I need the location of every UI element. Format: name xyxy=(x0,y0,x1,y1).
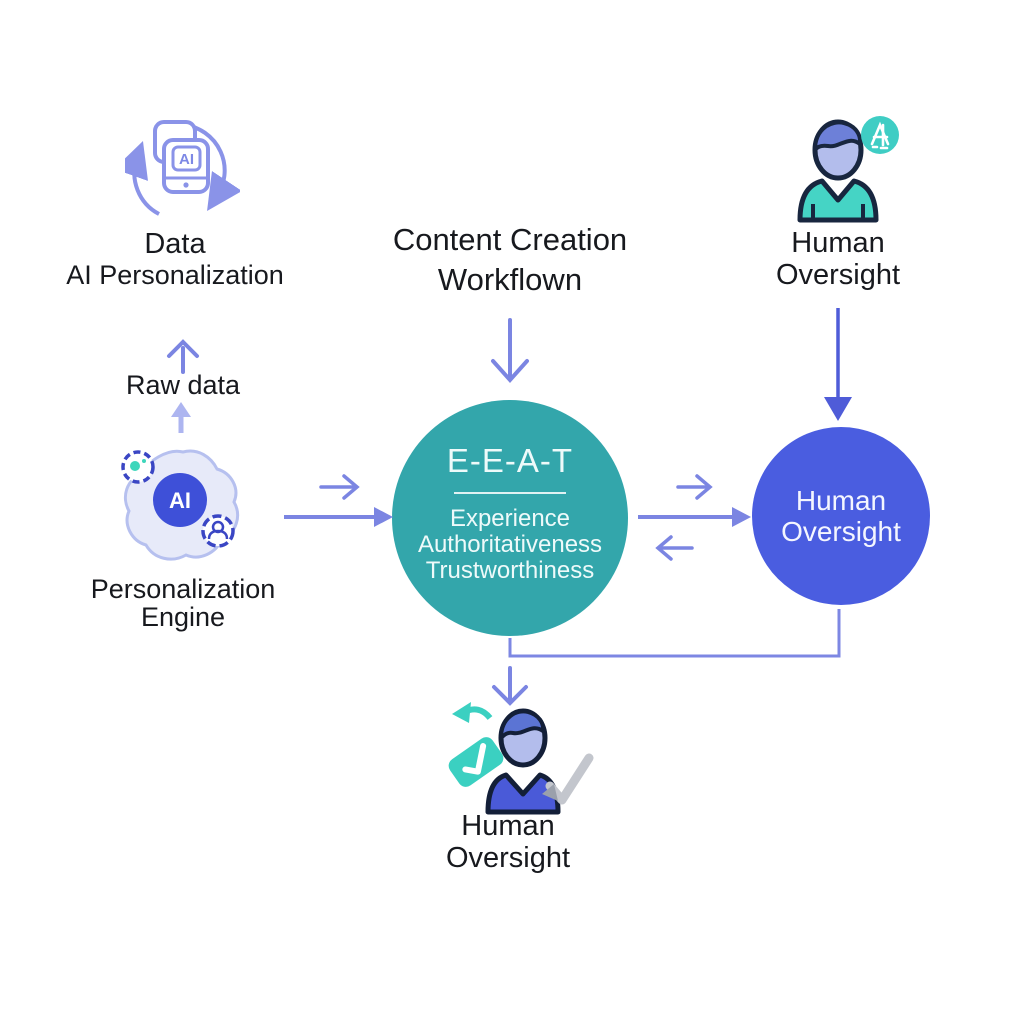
human-bottom-line1: Human xyxy=(461,810,555,842)
data-label-line1: Data xyxy=(144,228,206,260)
arrow-oversight-to-human-circle xyxy=(824,308,852,421)
sync-arc-left xyxy=(125,141,160,216)
ai-personalization-engine-icon: AI xyxy=(108,438,258,578)
ai-core-circle xyxy=(153,473,207,527)
user-gear-icon xyxy=(201,514,235,548)
eeat-line-authoritativeness: Authoritativeness xyxy=(417,531,603,558)
eeat-heading: E-E-A-T xyxy=(446,442,574,479)
arrow-human-to-eeat-back xyxy=(655,535,694,561)
eeat-divider xyxy=(454,492,566,494)
engine-label-line2: Engine xyxy=(140,602,226,632)
human-oversight-top-label: Human Oversight xyxy=(763,227,913,291)
data-personalization-label: Data AI Personalization xyxy=(25,228,325,290)
human-circle-line1: Human xyxy=(795,485,887,516)
eeat-sublines: Experience Authoritativeness Trustworthi… xyxy=(418,506,602,584)
human-oversight-bottom-label: Human Oversight xyxy=(408,810,608,874)
eeat-line-trustworthiness: Trustworthiness xyxy=(425,557,595,584)
ai-chip-text: AI xyxy=(179,151,194,168)
arrow-raw-data-up xyxy=(167,339,199,374)
ai-chip-frame xyxy=(171,145,202,172)
person-approval-icon xyxy=(438,698,598,820)
gray-check-icon xyxy=(542,753,594,805)
diagram-title: Content Creation Workflown xyxy=(350,220,670,300)
human-top-line1: Human xyxy=(791,227,885,259)
arrow-engine-up-light xyxy=(171,402,191,433)
gear-icon xyxy=(121,450,155,484)
ai-badge-icon xyxy=(861,116,899,154)
eeat-line-experience: Experience xyxy=(449,505,571,532)
approved-ribbon-icon xyxy=(448,702,504,787)
arrow-workflow-to-eeat xyxy=(491,318,529,383)
hair-shape xyxy=(813,120,863,152)
person-icon xyxy=(788,114,903,226)
ai-core-text: AI xyxy=(169,488,191,513)
human-top-line2: Oversight xyxy=(775,259,901,291)
shirt-shape xyxy=(797,178,879,223)
arrow-eeat-to-human-small xyxy=(676,474,713,500)
title-line2: Workflown xyxy=(437,262,583,297)
arrow-eeat-to-human xyxy=(638,507,751,527)
ai-device-sync-icon: AI xyxy=(125,110,240,228)
arrow-engine-to-eeat-small xyxy=(319,474,360,500)
engine-label-line1: Personalization xyxy=(90,574,276,604)
eeat-circle: E-E-A-T Experience Authoritativeness Tru… xyxy=(392,400,628,636)
personalization-engine-label: Personalization Engine xyxy=(58,575,308,631)
human-oversight-circle: Human Oversight xyxy=(752,427,930,605)
data-label-line2: AI Personalization xyxy=(66,260,284,290)
raw-data-label: Raw data xyxy=(125,370,241,400)
human-bottom-line2: Oversight xyxy=(445,842,571,874)
human-circle-line2: Oversight xyxy=(781,516,901,547)
tablet-home-dot xyxy=(183,182,189,188)
title-line1: Content Creation xyxy=(392,222,628,257)
hair-shape xyxy=(499,709,546,740)
arrow-engine-to-eeat xyxy=(284,507,393,527)
